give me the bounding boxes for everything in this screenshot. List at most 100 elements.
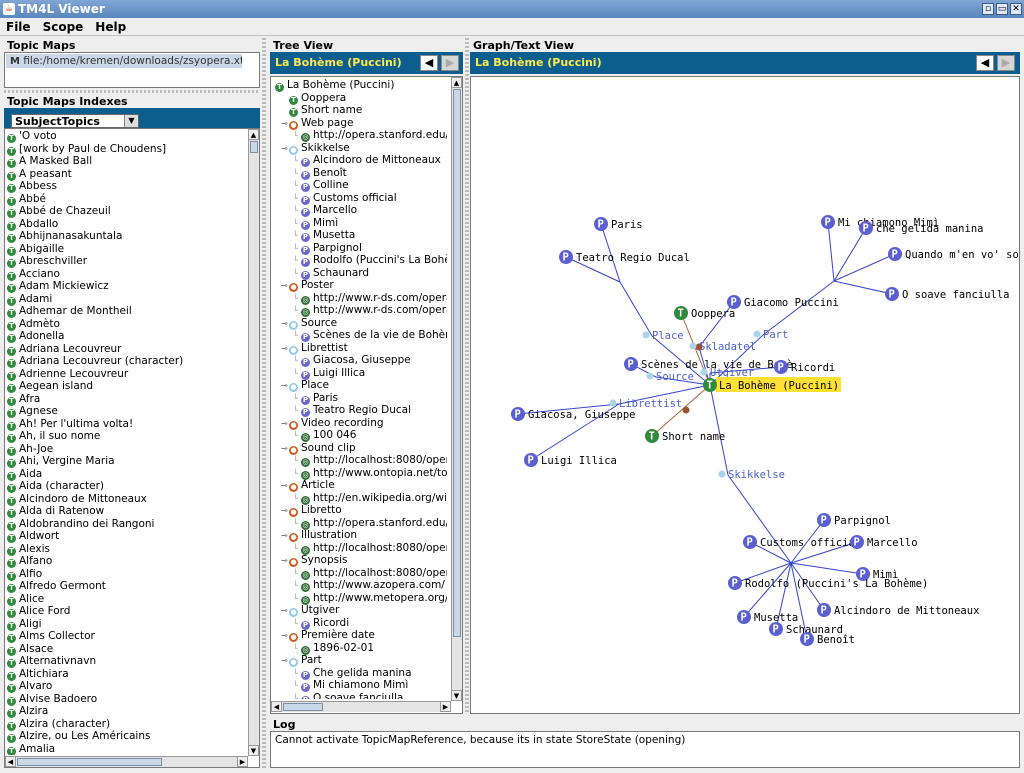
tree-node[interactable]: └◎http://www.r-ds.com/opera bbox=[293, 304, 447, 317]
person-node-icon[interactable] bbox=[624, 357, 638, 371]
person-node-icon[interactable] bbox=[594, 217, 608, 231]
tree-node[interactable]: ⊸●Première date bbox=[281, 629, 375, 642]
role-label[interactable]: Skikkelse bbox=[728, 469, 785, 481]
role-node-icon[interactable] bbox=[609, 399, 617, 407]
topic-node-icon[interactable] bbox=[703, 378, 717, 392]
chevron-down-icon[interactable]: ▼ bbox=[124, 115, 138, 127]
left-split-divider[interactable] bbox=[4, 90, 260, 93]
topic-node-label[interactable]: Ricordi bbox=[791, 362, 835, 374]
topic-node-label[interactable]: Benoît bbox=[817, 634, 855, 646]
topic-node-icon[interactable] bbox=[645, 429, 659, 443]
topic-node-label[interactable]: Scènes de la vie de Bohè bbox=[641, 359, 793, 371]
person-node-icon[interactable] bbox=[850, 535, 864, 549]
role-label[interactable]: Librettist bbox=[619, 398, 682, 410]
role-node-icon[interactable] bbox=[718, 470, 726, 478]
tree-expand-handle-icon[interactable]: ⊸ bbox=[281, 656, 288, 665]
occurrence-link-icon[interactable] bbox=[695, 343, 703, 351]
tree-node[interactable]: └◎http://www.r-ds.com/opera bbox=[293, 291, 447, 305]
center-topic-label[interactable]: La Bohème (Puccini) bbox=[719, 380, 839, 392]
tree-node[interactable]: └◎http://opera.stanford.edu/ bbox=[293, 516, 447, 530]
topic-node-label[interactable]: Mimì bbox=[873, 569, 898, 581]
tree-node[interactable]: └◎http://opera.stanford.edu/ bbox=[293, 129, 447, 142]
topic-node-label[interactable]: Giacosa, Giuseppe bbox=[528, 409, 635, 421]
topic-node-label[interactable]: Teatro Regio Ducal bbox=[576, 252, 690, 264]
role-node-icon[interactable] bbox=[700, 368, 708, 376]
scroll-up-button[interactable]: ▲ bbox=[451, 77, 462, 88]
tree-expand-handle-icon[interactable]: ⊸ bbox=[281, 443, 288, 453]
tree-node[interactable]: └◎http://localhost:8080/opera bbox=[293, 566, 447, 580]
tree-node[interactable]: └◎http://en.wikipedia.org/wiki bbox=[293, 491, 447, 505]
index-vscrollbar[interactable]: ▲ ▼ bbox=[248, 129, 259, 756]
role-node-icon[interactable] bbox=[646, 372, 654, 380]
scroll-left-button[interactable]: ◀ bbox=[271, 701, 282, 712]
tree-node[interactable]: ⊸●Librettist bbox=[281, 341, 348, 355]
person-node-icon[interactable] bbox=[727, 295, 741, 309]
person-node-icon[interactable] bbox=[559, 250, 573, 264]
topic-map-item[interactable]: M file:/home/kremen/downloads/zsyopera.x… bbox=[6, 54, 242, 68]
person-node-icon[interactable] bbox=[769, 622, 783, 636]
topic-node-label[interactable]: Rodolfo (Puccini's La Bohème) bbox=[745, 578, 928, 590]
menu-scope[interactable]: Scope bbox=[42, 20, 84, 34]
tree-node[interactable]: ⊸●Place bbox=[281, 379, 329, 392]
tree-expand-handle-icon[interactable]: ⊸ bbox=[281, 143, 288, 153]
topic-node-label[interactable]: Short name bbox=[662, 431, 725, 443]
person-node-icon[interactable] bbox=[885, 287, 899, 301]
topic-node-label[interactable]: Ooppera bbox=[691, 308, 735, 320]
topic-node-label[interactable]: O soave fanciulla bbox=[902, 289, 1009, 301]
person-node-icon[interactable] bbox=[817, 513, 831, 527]
tree-expand-handle-icon[interactable]: ⊸ bbox=[281, 418, 288, 428]
tree-node[interactable]: ⊸●Video recording bbox=[281, 416, 384, 430]
hscroll-thumb[interactable] bbox=[17, 758, 162, 766]
left-column-divider[interactable] bbox=[262, 38, 266, 768]
center-divider[interactable] bbox=[465, 38, 469, 714]
tree-node[interactable]: ⊸●Web page bbox=[281, 116, 354, 130]
tree-expand-handle-icon[interactable]: ⊸ bbox=[281, 631, 288, 640]
person-node-icon[interactable] bbox=[737, 610, 751, 624]
tree-node[interactable]: └◎http://localhost:8080/opera bbox=[293, 541, 447, 555]
minimize-button[interactable]: ▫ bbox=[982, 3, 994, 15]
scroll-thumb[interactable] bbox=[250, 141, 258, 153]
scroll-right-button[interactable]: ▶ bbox=[237, 756, 248, 767]
scroll-down-button[interactable]: ▼ bbox=[248, 745, 259, 756]
person-node-icon[interactable] bbox=[743, 535, 757, 549]
tree-node[interactable]: ⊸●Article bbox=[281, 479, 335, 492]
close-button[interactable]: ✕ bbox=[1010, 3, 1022, 15]
hscroll-thumb[interactable] bbox=[283, 703, 323, 711]
role-label[interactable]: Skladatel bbox=[699, 341, 756, 353]
person-node-icon[interactable] bbox=[888, 247, 902, 261]
tree-expand-handle-icon[interactable]: ⊸ bbox=[281, 556, 288, 565]
tree-node[interactable]: ⊸●Synopsis bbox=[281, 554, 348, 567]
